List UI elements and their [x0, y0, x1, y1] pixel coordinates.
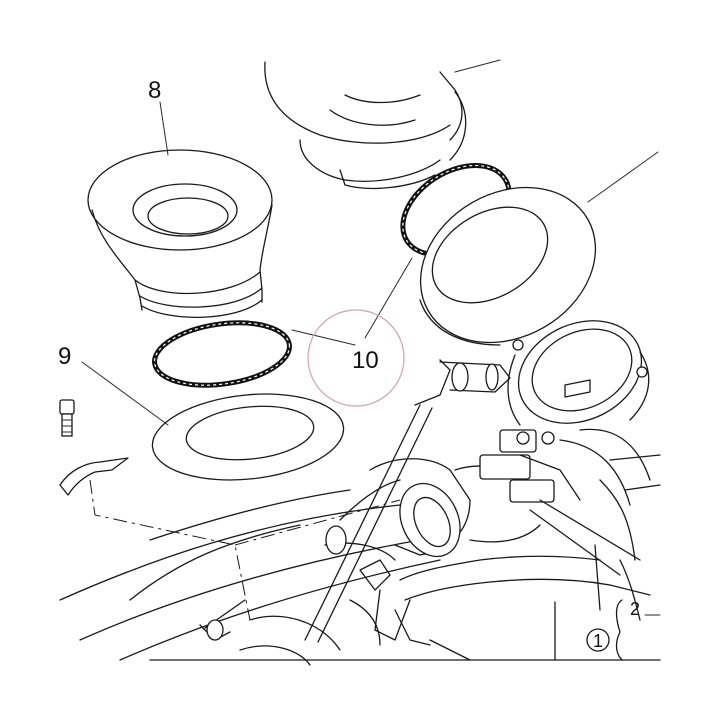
part-10-o-ring-left: [152, 320, 292, 388]
highlight-circle-10: [307, 309, 405, 407]
part-9-gasket: [81, 361, 345, 481]
callout-8: 8: [148, 77, 161, 104]
reference-number-2: 2: [630, 599, 640, 619]
reference-note: [586, 599, 623, 661]
callout-10: 10: [352, 347, 379, 374]
upper-intake-funnel: [264, 59, 501, 190]
callout-9: 9: [58, 343, 71, 370]
bolt-fastener: [59, 399, 75, 437]
clip-fastener: [59, 457, 129, 496]
part-10-leader-lines: [291, 257, 413, 346]
throttle-flange: [507, 320, 650, 426]
throttle-body-assembly: [59, 359, 661, 666]
part-8-velocity-stack: [87, 101, 273, 318]
reference-number-1: 1: [593, 631, 603, 651]
right-spacer-ring: [419, 151, 659, 346]
